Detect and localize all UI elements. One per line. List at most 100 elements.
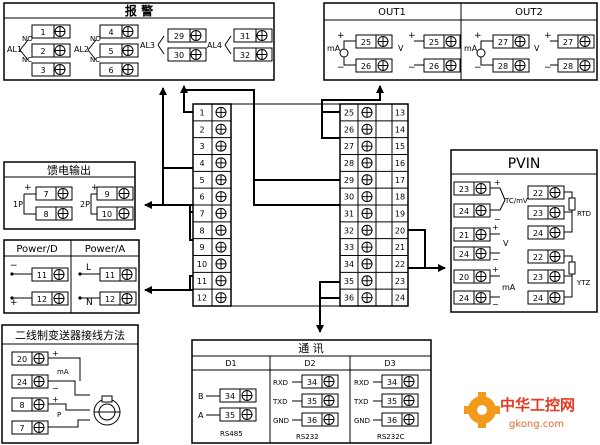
feed-term-7: 7 [43,190,48,199]
ma-plus: + [492,265,499,274]
pvin-term-20: 20 [459,273,469,282]
terminal-block-right-7: 20 [395,226,405,235]
two-wire-title: 二线制变送器接线方法 [15,328,125,342]
ytz-term-22: 22 [533,253,543,262]
out2-ma-minus: − [474,63,482,73]
al4-terminals: 31 32 [233,28,273,62]
ytz-term-23: 23 [533,273,543,282]
al2-nc-label: NC [90,56,100,64]
alarm-title: 报 警 [125,3,153,18]
terminal-block-left-3: 4 [199,159,204,168]
tw-ma-label: mA [57,368,69,376]
d2-term-35: 35 [307,397,317,406]
out2-v-plus: + [544,31,552,41]
tw-p-plus: + [52,395,59,404]
rtd-label: RTD [577,210,591,218]
out2-v-term-27: 27 [563,38,573,47]
terminal-block-right-3: 16 [395,159,405,168]
pvin-title: PVIN [508,156,541,172]
comm-d3-title: D3 [384,359,395,368]
out2-ma-plus: + [474,31,482,41]
d3-term-36: 36 [387,416,397,425]
terminal-32: 32 [240,51,250,60]
wiring-lines [144,85,446,333]
rtd-term-22: 22 [533,189,543,198]
al1-no-label: NO [22,35,33,43]
terminal-block-left-11: 12 [197,294,207,303]
feed-output-panel: 馈电输出 1P 2P + + 7 8 9 10 [3,161,136,230]
terminal-block-mid-5: 30 [344,193,354,202]
v-label: V [503,239,509,248]
pvin-term-24-b: 24 [459,250,469,259]
d2-txd-label: TXD [272,398,287,406]
out1-ma-plus: + [337,31,345,41]
al4-label: AL4 [207,41,222,50]
terminal-block-mid-8: 33 [344,243,354,252]
out2-ma-term-27: 27 [498,38,508,47]
rtd-term-24: 24 [533,229,543,238]
output-panel: OUT1 OUT2 mA + − 25 26 V + − 25 26 mA + … [323,2,598,81]
terminal-block-left-1: 2 [199,125,204,134]
tw-term-7: 7 [19,424,24,433]
terminal-5: 5 [108,47,113,56]
terminal-3: 3 [40,66,45,75]
power-d-plus: + [10,298,18,308]
terminal-block-left-10: 11 [197,277,207,286]
watermark-cn: 中华工控网 [500,396,575,414]
out1-ma-term-26: 26 [361,62,371,71]
out1-v-label: V [398,44,404,53]
al1-label: AL1 [7,45,22,54]
terminal-block-left-5: 6 [199,193,204,202]
terminal-4: 4 [108,28,113,37]
power-d-term-11: 11 [37,271,47,280]
out2-v-label: V [534,44,540,53]
comm-d2-title: D2 [304,359,315,368]
terminal-block-left-9: 10 [197,260,207,269]
alarm-panel: 报 警 AL1 NO NC 1 2 3 AL2 NO NC 4 5 6 AL3 [3,2,275,81]
watermark: 中华工控网 gkong.com [464,392,575,430]
rs485-label: RS485 [220,430,243,438]
v-plus: + [492,223,499,232]
out1-v-term-25: 25 [429,38,439,47]
power-a-title: Power/A [85,244,126,255]
terminal-block-right-4: 17 [395,176,405,185]
out2-v-minus: − [544,63,552,73]
tw-term-20: 20 [17,355,27,364]
two-wire-panel: 二线制变送器接线方法 20 24 8 7 + mA − + P [1,324,139,444]
out1-ma-label: mA [327,44,341,53]
power-l-label: L [86,263,91,273]
terminal-block-mid-1: 26 [344,125,354,134]
feed-title: 馈电输出 [47,163,91,177]
d3-term-34: 34 [387,378,397,387]
terminal-block-right-8: 21 [395,243,405,252]
al3-terminals: 29 30 [167,28,207,62]
comm-a-label: A [198,411,204,420]
terminal-30: 30 [174,51,184,60]
ytz-term-24: 24 [533,294,543,303]
out2-ma-label: mA [464,44,478,53]
out2-v-term-28: 28 [563,62,573,71]
resistor-icon [568,197,576,211]
d3-txd-label: TXD [353,398,368,406]
terminal-block-mid-7: 32 [344,226,354,235]
tc-label: TC/mV [504,197,528,205]
rs232c-label: RS232C [377,433,405,441]
comm-panel: 通 讯 D1 D2 D3 B A 34 35 RS485 RXD TXD GND… [191,339,432,444]
out1-ma-term-25: 25 [361,38,371,47]
comm-b-label: B [198,392,204,401]
terminal-1: 1 [40,28,45,37]
feed-2p-plus: + [91,183,99,193]
terminal-block-left-7: 8 [199,226,204,235]
tw-p-label: P [57,411,61,419]
resistor-icon [568,261,576,275]
rtd-term-23: 23 [533,209,543,218]
d3-rxd-label: RXD [354,379,369,387]
al1-terminals: 1 2 3 [31,24,71,77]
out1-ma-minus: − [337,63,345,73]
tw-term-8: 8 [19,401,24,410]
out2-title: OUT2 [515,7,543,18]
out1-v-minus: − [408,63,416,73]
terminal-block-mid-11: 36 [344,294,354,303]
